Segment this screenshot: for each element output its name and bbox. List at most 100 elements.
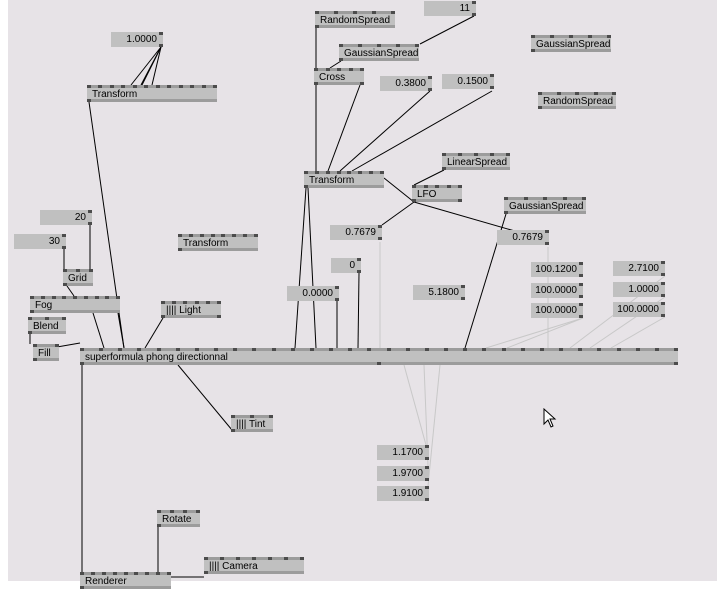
- input-pin[interactable]: [167, 572, 171, 575]
- iobox-value[interactable]: 0.1500: [442, 74, 494, 89]
- input-pin[interactable]: [504, 197, 508, 200]
- output-pin[interactable]: [661, 273, 665, 276]
- link[interactable]: [151, 46, 162, 86]
- input-pin[interactable]: [300, 557, 304, 560]
- input-pin[interactable]: [314, 68, 318, 71]
- node-blend[interactable]: Blend: [28, 317, 66, 334]
- input-pin[interactable]: [211, 234, 215, 237]
- input-pin[interactable]: [213, 85, 217, 88]
- input-pin[interactable]: [412, 185, 416, 188]
- input-pin[interactable]: [444, 348, 448, 351]
- output-pin[interactable]: [425, 457, 429, 460]
- link[interactable]: [294, 187, 307, 349]
- node-gaussian-spread-a[interactable]: GaussianSpread: [339, 44, 419, 61]
- input-pin[interactable]: [310, 348, 314, 351]
- link[interactable]: [327, 84, 361, 172]
- input-pin[interactable]: [369, 171, 373, 174]
- input-pin[interactable]: [28, 317, 32, 320]
- iobox-value[interactable]: 0.7679: [497, 230, 549, 245]
- input-pin[interactable]: [145, 572, 149, 575]
- input-pin[interactable]: [98, 85, 102, 88]
- output-pin[interactable]: [159, 44, 163, 47]
- input-pin[interactable]: [559, 348, 563, 351]
- input-pin[interactable]: [482, 348, 486, 351]
- output-pin[interactable]: [425, 478, 429, 481]
- input-pin[interactable]: [220, 557, 224, 560]
- input-pin[interactable]: [655, 348, 659, 351]
- input-pin[interactable]: [176, 348, 180, 351]
- input-pin[interactable]: [597, 348, 601, 351]
- link[interactable]: [413, 169, 445, 186]
- output-pin[interactable]: [378, 237, 382, 240]
- input-pin[interactable]: [272, 348, 276, 351]
- iobox-value[interactable]: 100.0000: [531, 283, 583, 298]
- input-pin[interactable]: [105, 296, 109, 299]
- input-pin[interactable]: [502, 348, 506, 351]
- input-pin[interactable]: [87, 85, 91, 88]
- link[interactable]: [144, 317, 164, 349]
- output-pin[interactable]: [304, 185, 308, 188]
- input-pin[interactable]: [337, 171, 341, 174]
- iobox-value[interactable]: 100.0000: [613, 302, 665, 317]
- input-pin[interactable]: [550, 35, 554, 38]
- input-pin[interactable]: [121, 85, 125, 88]
- input-pin[interactable]: [326, 68, 330, 71]
- input-pin[interactable]: [159, 32, 163, 35]
- node-rotate[interactable]: Rotate: [157, 510, 200, 527]
- node-transform-b[interactable]: Transform: [304, 171, 384, 188]
- input-pin[interactable]: [490, 153, 494, 156]
- input-pin[interactable]: [41, 296, 45, 299]
- input-pin[interactable]: [80, 348, 84, 351]
- output-pin[interactable]: [62, 246, 66, 249]
- node-cross[interactable]: Cross: [314, 68, 364, 85]
- input-pin[interactable]: [118, 348, 122, 351]
- input-pin[interactable]: [99, 348, 103, 351]
- link[interactable]: [66, 285, 75, 297]
- input-pin[interactable]: [335, 286, 339, 289]
- input-pin[interactable]: [217, 301, 221, 304]
- input-pin[interactable]: [63, 269, 67, 272]
- output-pin[interactable]: [674, 362, 678, 365]
- output-pin[interactable]: [63, 283, 67, 286]
- input-pin[interactable]: [195, 301, 199, 304]
- output-pin[interactable]: [178, 248, 182, 251]
- iobox-value[interactable]: 1.0000: [613, 282, 665, 297]
- input-pin[interactable]: [396, 44, 400, 47]
- input-pin[interactable]: [521, 348, 525, 351]
- input-pin[interactable]: [540, 348, 544, 351]
- input-pin[interactable]: [582, 197, 586, 200]
- link[interactable]: [383, 177, 415, 203]
- spread-link[interactable]: [427, 364, 441, 487]
- input-pin[interactable]: [252, 557, 256, 560]
- input-pin[interactable]: [315, 171, 319, 174]
- input-pin[interactable]: [425, 466, 429, 469]
- output-pin[interactable]: [335, 298, 339, 301]
- input-pin[interactable]: [269, 415, 273, 418]
- node-superformula[interactable]: superformula phong directionnal: [80, 348, 678, 365]
- input-pin[interactable]: [607, 35, 611, 38]
- output-pin[interactable]: [377, 362, 381, 365]
- input-pin[interactable]: [236, 557, 240, 560]
- input-pin[interactable]: [406, 348, 410, 351]
- input-pin[interactable]: [579, 303, 583, 306]
- iobox-value[interactable]: 0: [331, 258, 361, 273]
- input-pin[interactable]: [62, 296, 66, 299]
- input-pin[interactable]: [144, 85, 148, 88]
- iobox-value[interactable]: 30: [14, 234, 66, 249]
- input-pin[interactable]: [329, 348, 333, 351]
- input-pin[interactable]: [474, 153, 478, 156]
- input-pin[interactable]: [588, 35, 592, 38]
- output-pin[interactable]: [157, 524, 161, 527]
- spread-link[interactable]: [506, 317, 584, 349]
- input-pin[interactable]: [202, 85, 206, 88]
- node-lfo[interactable]: LFO: [412, 185, 462, 202]
- input-pin[interactable]: [612, 92, 616, 95]
- output-pin[interactable]: [472, 13, 476, 16]
- input-pin[interactable]: [347, 171, 351, 174]
- input-pin[interactable]: [463, 348, 467, 351]
- output-pin[interactable]: [161, 315, 165, 318]
- input-pin[interactable]: [425, 486, 429, 489]
- link[interactable]: [140, 46, 162, 86]
- input-pin[interactable]: [569, 35, 573, 38]
- input-pin[interactable]: [674, 348, 678, 351]
